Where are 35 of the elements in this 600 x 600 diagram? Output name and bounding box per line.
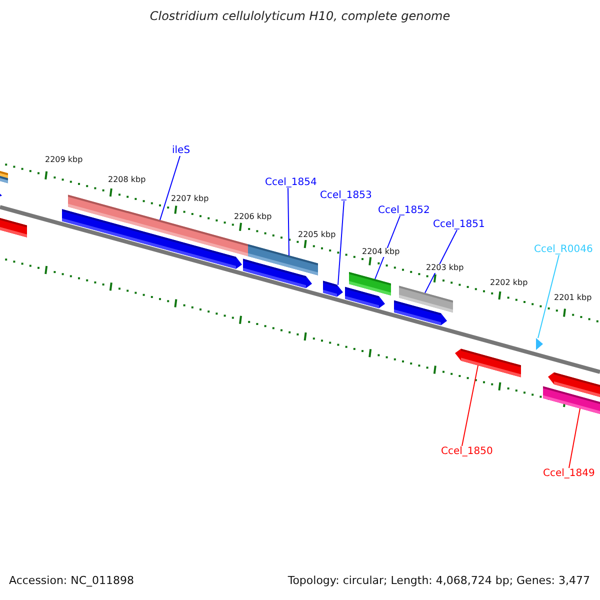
scale-label: 2201 kbp	[554, 294, 592, 303]
scale-label: 2206 kbp	[234, 213, 272, 222]
gene-feature	[399, 286, 453, 313]
scale-label: 2204 kbp	[362, 248, 400, 257]
scale-label: 2203 kbp	[426, 264, 464, 273]
gene-label: Ccel_1849	[543, 468, 595, 479]
gene-feature	[455, 348, 521, 378]
scale-label: 2205 kbp	[298, 231, 336, 240]
gene-label: ileS	[172, 145, 190, 156]
leader-line	[424, 230, 458, 294]
gene-label: Ccel_R0046	[534, 244, 593, 255]
genome-info-text: Topology: circular; Length: 4,068,724 bp; Genes: 3,477	[288, 575, 590, 588]
scale-label: 2207 kbp	[171, 195, 209, 204]
gene-label: Ccel_1853	[320, 190, 372, 201]
leader-line	[288, 188, 290, 256]
scale-label: 2209 kbp	[45, 156, 83, 165]
gene-feature	[323, 280, 343, 297]
gene-feature	[543, 386, 600, 417]
gene-feature	[248, 244, 318, 276]
gene-label: Ccel_1850	[441, 446, 493, 457]
leader-line	[338, 200, 344, 286]
scale-label: 2208 kbp	[108, 176, 146, 185]
leader-line	[462, 364, 478, 446]
gene-feature	[349, 272, 391, 296]
title: Clostridium cellulolyticum H10, complete genome	[148, 10, 452, 24]
leader-line	[538, 254, 560, 338]
accession-text: Accession: NC_011898	[9, 575, 134, 588]
leader-line	[374, 216, 400, 280]
scale-label: 2202 kbp	[490, 279, 528, 288]
gene-marker	[536, 338, 543, 350]
gene-label: Ccel_1851	[433, 219, 485, 230]
leader-line	[568, 408, 580, 468]
gene-label: Ccel_1854	[265, 177, 317, 188]
gene-label: Ccel_1852	[378, 205, 430, 216]
leader-line	[160, 156, 180, 220]
